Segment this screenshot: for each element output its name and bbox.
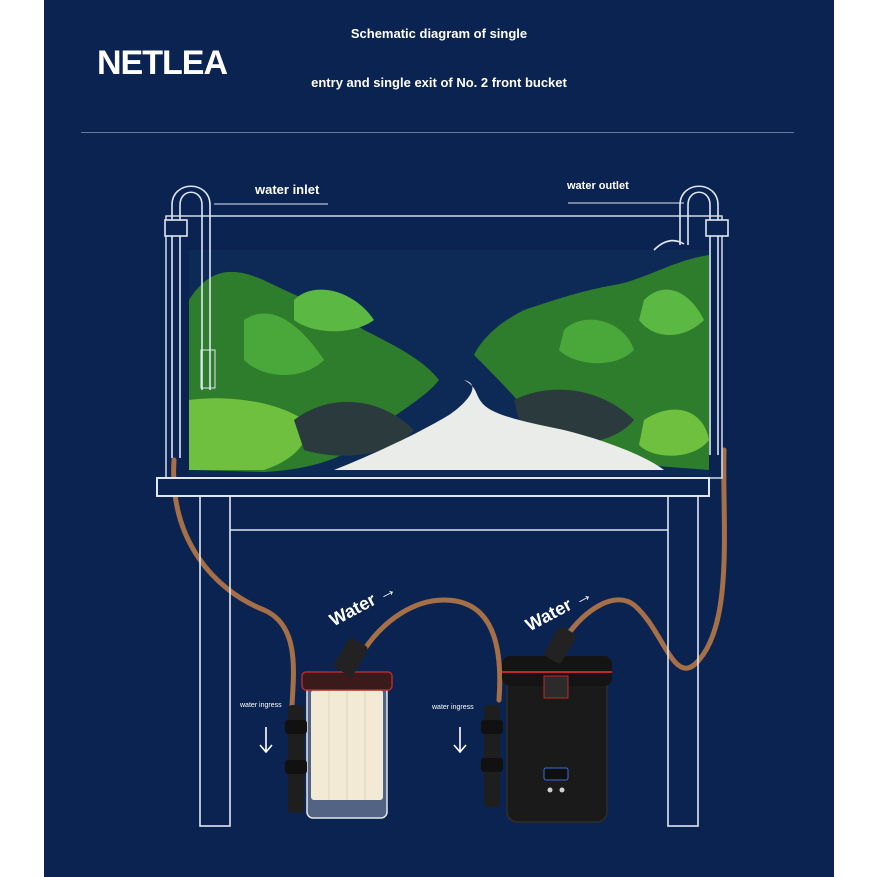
tank: [156, 215, 723, 497]
aquarium-illustration: [156, 185, 729, 827]
ingress-arrows: [259, 727, 467, 754]
water-ingress-label-right: water ingress: [432, 704, 474, 711]
stand-leg-left: [199, 495, 231, 827]
down-arrow-icon: [259, 727, 273, 754]
netlea-logo: NETLEA: [97, 44, 228, 80]
outlet-hose: [561, 447, 727, 671]
inlet-hose: [171, 457, 296, 708]
foreground-moss-left: [189, 398, 307, 470]
header-divider: [81, 132, 794, 133]
inlet-strainer: [200, 349, 216, 389]
canister-filter: [481, 626, 612, 823]
rocks-left: [294, 401, 414, 456]
aquascape: [189, 250, 709, 475]
diagram-title-line2: entry and single exit of No. 2 front buc…: [311, 75, 567, 90]
pre-filter: [285, 638, 393, 819]
transfer-hose: [361, 597, 503, 703]
diagram-canvas: NETLEA Schematic diagram of single entry…: [44, 0, 834, 877]
water-outlet-label: water outlet: [567, 180, 629, 192]
diagram-title-line1: Schematic diagram of single: [350, 26, 528, 41]
down-arrow-icon: [453, 727, 467, 754]
stand: [199, 495, 699, 827]
logo-text: NETLEA: [97, 44, 227, 80]
sand-path: [334, 380, 664, 470]
water-ingress-label-left: water ingress: [240, 702, 282, 709]
stand-leg-right: [667, 495, 699, 827]
inlet-pipe: [164, 185, 211, 458]
display-panel: [543, 767, 569, 781]
hoses: [171, 447, 727, 708]
tank-base: [156, 477, 710, 497]
water-inlet-label: water inlet: [255, 182, 320, 197]
